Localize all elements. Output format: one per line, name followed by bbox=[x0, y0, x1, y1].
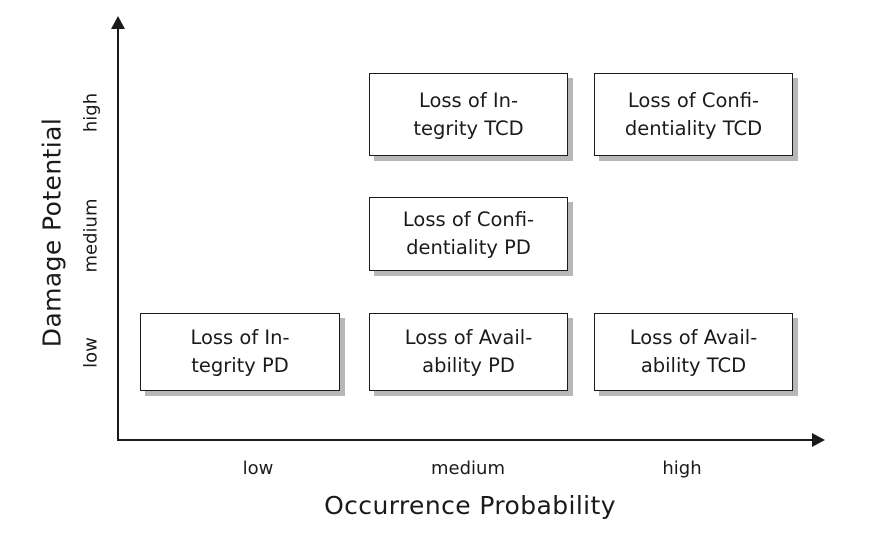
y-axis-line bbox=[117, 26, 120, 441]
matrix-cell-availability-pd[interactable]: Loss of Avail- ability PD bbox=[369, 313, 568, 391]
y-axis-tick-low: low bbox=[80, 337, 102, 368]
matrix-cell-integrity-pd[interactable]: Loss of In- tegrity PD bbox=[140, 313, 340, 391]
matrix-cell-confidentiality-pd[interactable]: Loss of Confi- dentiality PD bbox=[369, 197, 568, 271]
x-axis-tick-low: low bbox=[242, 458, 274, 479]
matrix-cell-label-line1: Loss of Confi- bbox=[402, 208, 535, 232]
matrix-cell-label-line1: Loss of In- bbox=[190, 326, 290, 350]
x-axis-line bbox=[117, 438, 817, 441]
matrix-cell-label-line2: dentiality PD bbox=[406, 236, 531, 259]
matrix-cell-label-line2: ability TCD bbox=[640, 354, 747, 377]
matrix-cell-label-line2: tegrity PD bbox=[191, 354, 289, 377]
x-axis-arrow-icon bbox=[812, 433, 825, 447]
matrix-cell-confidentiality-tcd[interactable]: Loss of Confi- dentiality TCD bbox=[594, 73, 793, 156]
matrix-cell-label-line1: Loss of In- bbox=[418, 88, 519, 112]
y-axis-title: Damage Potential bbox=[37, 117, 67, 348]
y-axis-tick-high: high bbox=[80, 92, 102, 133]
x-axis-title: Occurrence Probability bbox=[324, 491, 616, 520]
y-axis-tick-medium: medium bbox=[80, 198, 102, 273]
matrix-cell-label-line2: dentiality TCD bbox=[624, 116, 763, 140]
matrix-cell-label-line2: tegrity TCD bbox=[413, 116, 524, 140]
matrix-cell-label-line1: Loss of Avail- bbox=[404, 326, 533, 350]
matrix-cell-availability-tcd[interactable]: Loss of Avail- ability TCD bbox=[594, 313, 793, 391]
matrix-cell-integrity-tcd[interactable]: Loss of In- tegrity TCD bbox=[369, 73, 568, 156]
matrix-cell-label-line1: Loss of Avail- bbox=[629, 326, 758, 350]
x-axis-tick-medium: medium bbox=[431, 458, 505, 479]
x-axis-tick-high: high bbox=[662, 458, 702, 479]
y-axis-arrow-icon bbox=[111, 16, 125, 29]
matrix-cell-label-line2: ability PD bbox=[422, 354, 515, 377]
matrix-cell-label-line1: Loss of Confi- bbox=[627, 88, 760, 112]
